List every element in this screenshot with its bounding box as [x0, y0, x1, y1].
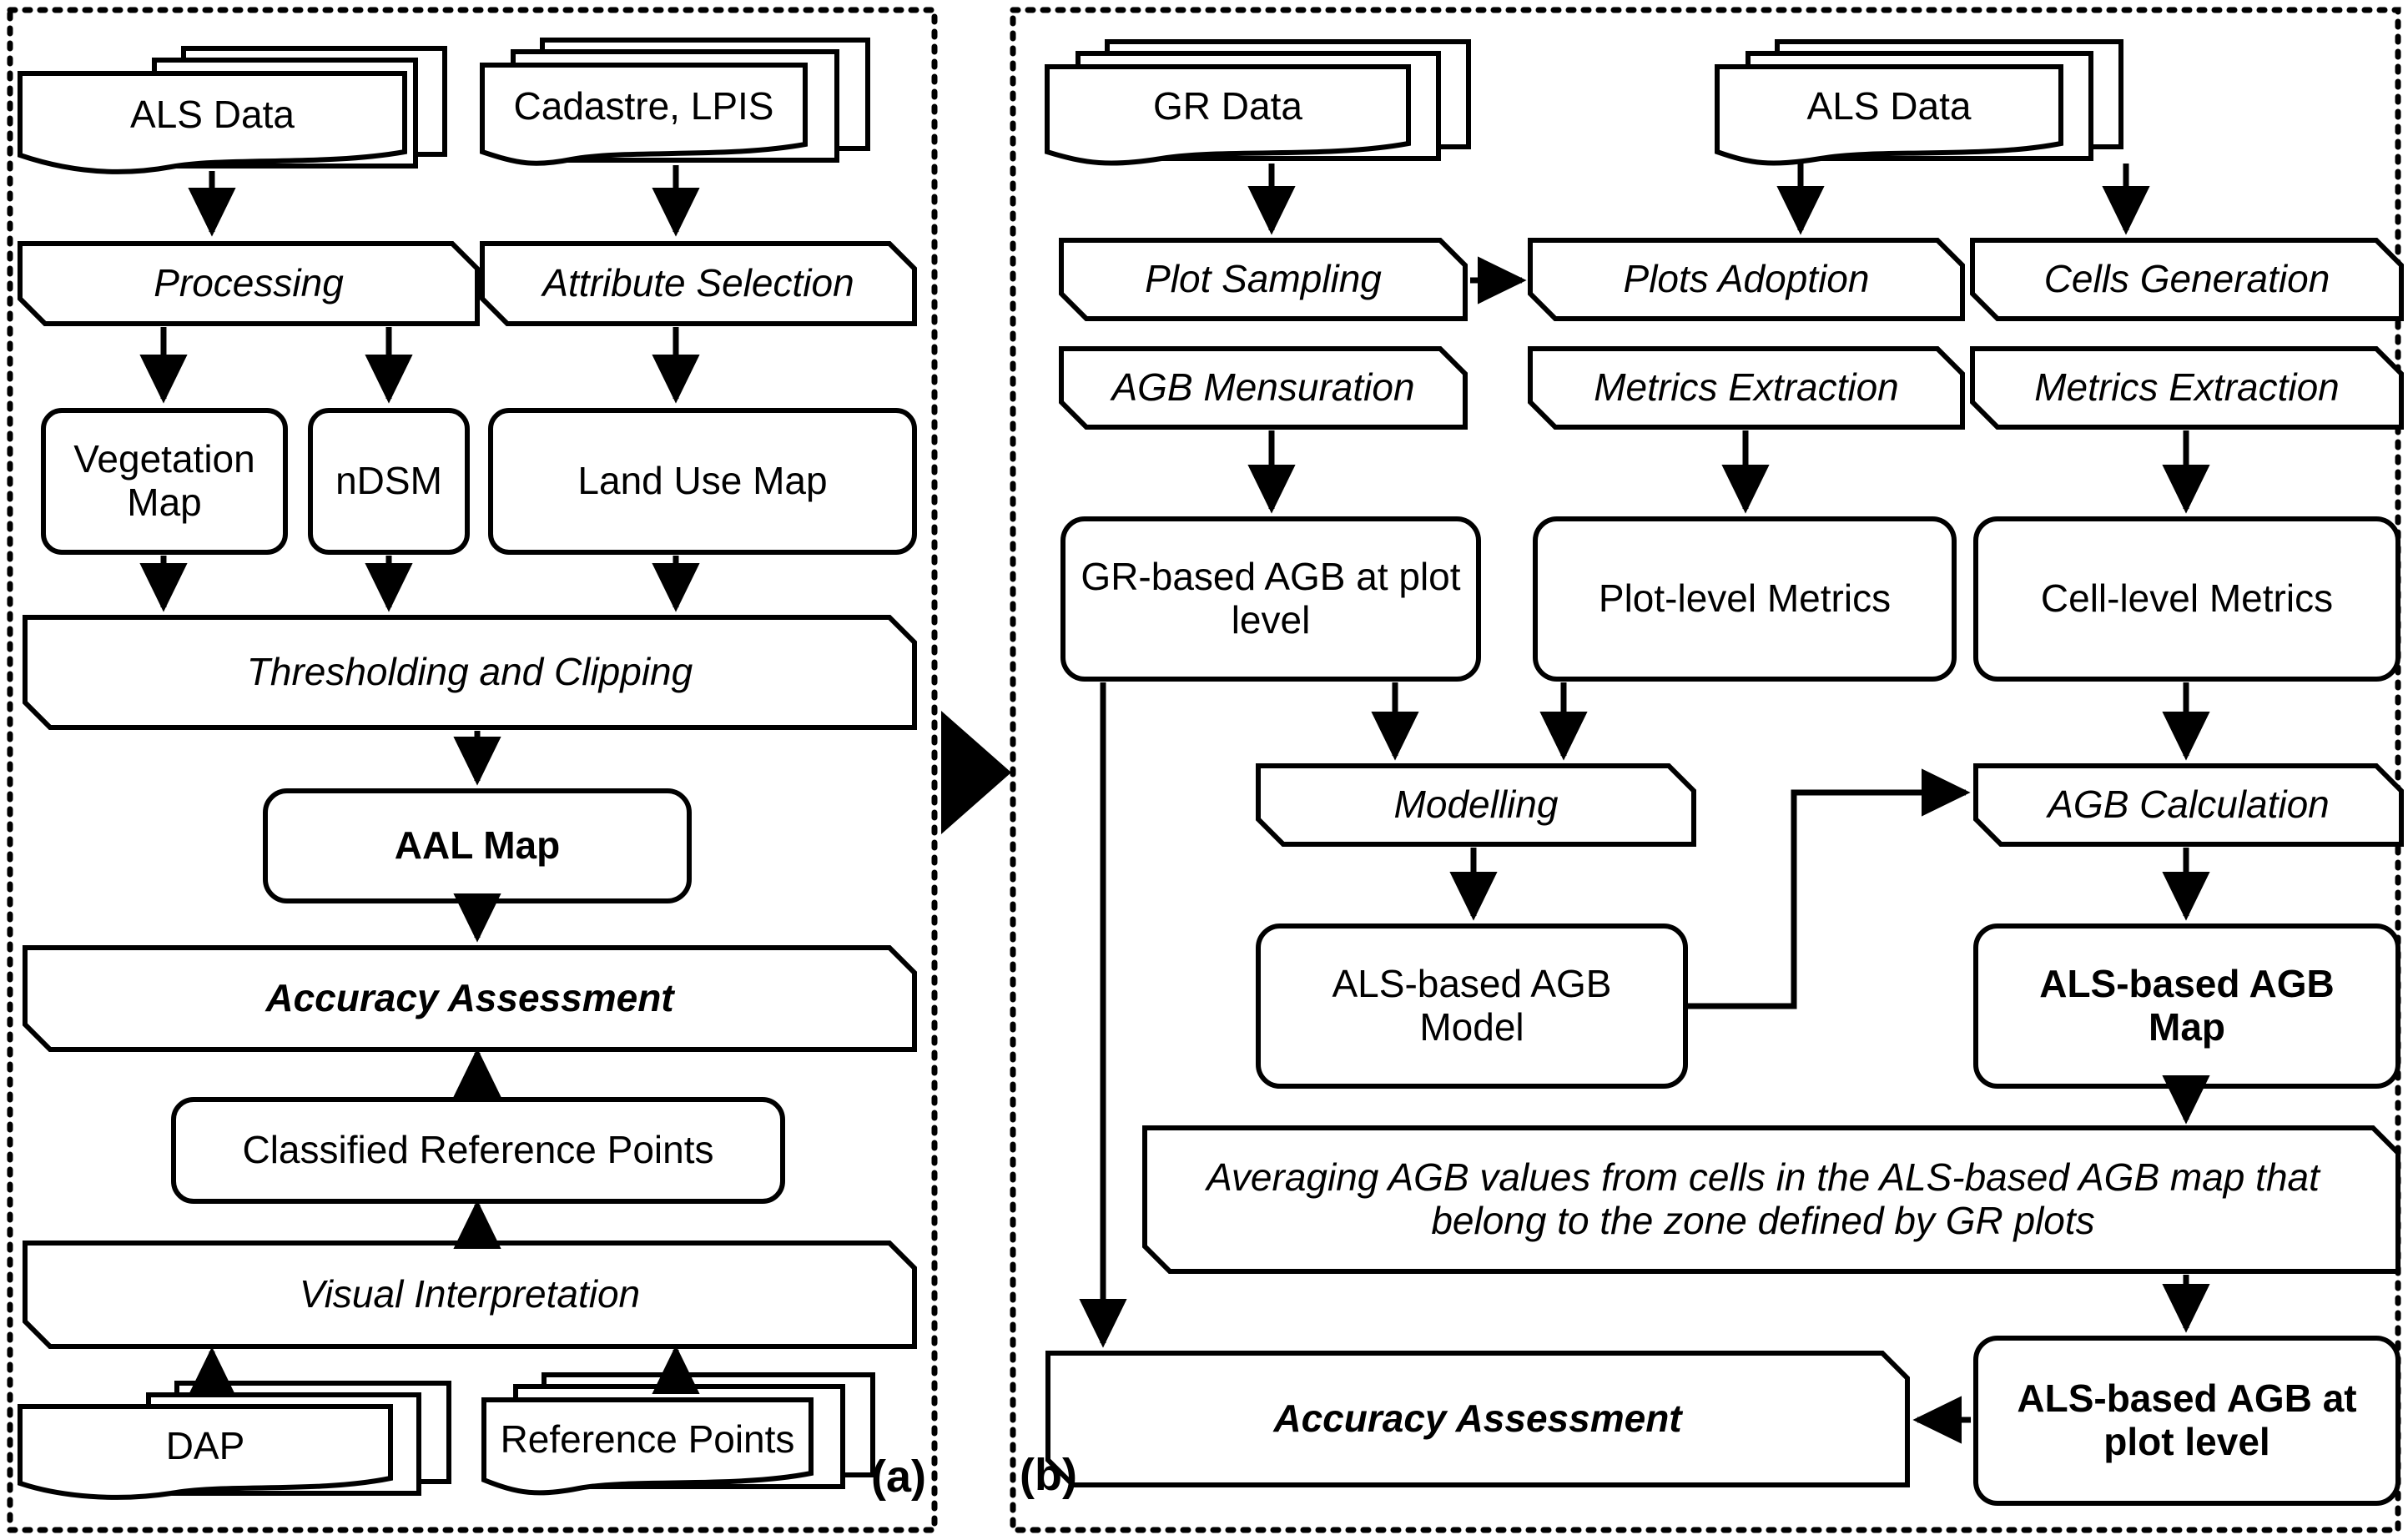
node-vegetation-map [41, 408, 288, 555]
node-ndsm [308, 408, 470, 555]
node-land-use-map [488, 408, 917, 555]
node-gr-based-agb-plot [1060, 516, 1481, 682]
node-aal-map [263, 788, 692, 903]
node-classified-reference-points [171, 1097, 785, 1204]
node-agb-calculation [1973, 763, 2404, 847]
node-als-based-agb-map [1973, 923, 2400, 1089]
panel-b-arrows [1247, 164, 2210, 1444]
arrow-model-to-agb-calculation [1687, 768, 1971, 1009]
node-visual-interpretation [23, 1241, 917, 1349]
node-metrics-extraction-cell [1970, 346, 2404, 430]
node-als-based-agb-model [1256, 923, 1688, 1089]
node-gr-data [1045, 39, 1471, 166]
node-averaging [1142, 1125, 2400, 1274]
panel-a-border [7, 7, 938, 1533]
node-cells-generation [1970, 238, 2404, 321]
node-agb-mensuration [1059, 346, 1468, 430]
panel-link-triangle [941, 711, 1011, 834]
node-attribute-selection [480, 241, 917, 326]
node-dap [18, 1381, 451, 1500]
node-plot-sampling [1059, 238, 1468, 321]
node-modelling [1256, 763, 1696, 847]
node-plots-adoption [1528, 238, 1965, 321]
node-cadastre-lpis [480, 38, 870, 166]
node-accuracy-assessment-b [1045, 1351, 1910, 1487]
panel-a-arrows [139, 165, 700, 1397]
node-thresholding-clipping [23, 615, 917, 730]
node-cell-level-metrics [1973, 516, 2400, 682]
panel-b-border [1010, 7, 2401, 1533]
node-als-data-a [18, 46, 447, 174]
node-accuracy-assessment-a [23, 945, 917, 1052]
node-als-based-agb-plot [1973, 1336, 2400, 1506]
node-als-data-b [1715, 39, 2123, 166]
node-processing [18, 241, 480, 326]
node-reference-points [481, 1372, 875, 1496]
node-plot-level-metrics [1533, 516, 1957, 682]
node-metrics-extraction-plot [1528, 346, 1965, 430]
